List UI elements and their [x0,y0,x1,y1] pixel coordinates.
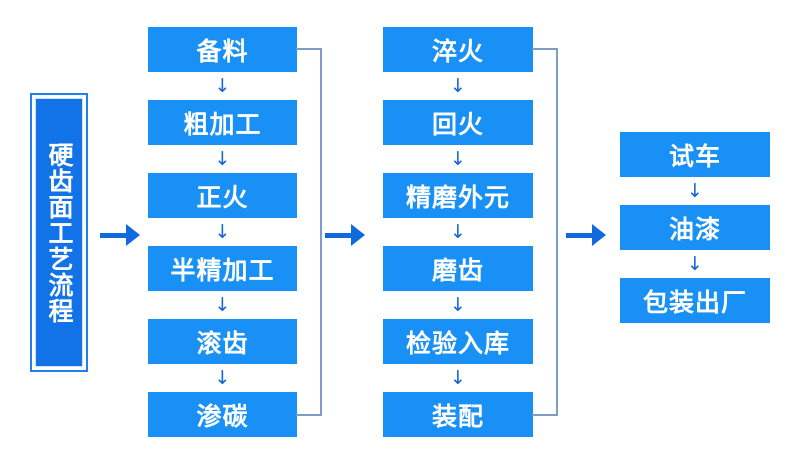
arrow-head-icon [351,224,365,246]
arrow-head-icon [126,224,140,246]
return-line-vertical [320,48,322,416]
down-arrow-icon: ↓ [214,147,231,170]
process-box[interactable]: 备料 [148,27,297,72]
arrow-shaft [100,232,126,238]
process-box[interactable]: 半精加工 [148,246,297,291]
arrow-head-icon [592,224,606,246]
down-arrow-icon: ↓ [214,220,231,243]
return-line-bottom [532,414,558,416]
process-box[interactable]: 淬火 [383,27,533,72]
plaque-inner-panel: 硬齿面工艺流程 [35,98,83,367]
return-line-top [532,48,558,50]
process-box[interactable]: 渗碳 [148,392,297,437]
down-arrow-icon: ↓ [687,252,703,275]
down-arrow-icon: ↓ [450,147,466,170]
process-box[interactable]: 正火 [148,173,297,218]
down-arrow-icon: ↓ [214,74,231,97]
return-line-vertical [556,48,558,416]
down-arrow-icon: ↓ [450,74,466,97]
process-box[interactable]: 装配 [383,392,533,437]
down-arrow-icon: ↓ [450,293,466,316]
arrow-shaft [566,232,592,238]
return-line-bottom [296,414,322,416]
connector-arrow-1 [100,224,140,246]
process-title-plaque: 硬齿面工艺流程 [30,93,88,372]
process-box[interactable]: 精磨外元 [383,173,533,218]
down-arrow-icon: ↓ [214,293,231,316]
down-arrow-icon: ↓ [450,220,466,243]
process-box[interactable]: 包装出厂 [620,278,770,323]
down-arrow-icon: ↓ [450,366,466,389]
process-box[interactable]: 回火 [383,100,533,145]
return-line-top [296,48,322,50]
process-box[interactable]: 检验入库 [383,319,533,364]
down-arrow-icon: ↓ [214,366,231,389]
page-title: 硬齿面工艺流程 [45,141,74,324]
arrow-shaft [325,232,351,238]
process-box[interactable]: 油漆 [620,205,770,250]
process-box[interactable]: 滚齿 [148,319,297,364]
connector-arrow-3 [566,224,606,246]
connector-arrow-2 [325,224,365,246]
process-box[interactable]: 试车 [620,132,770,177]
down-arrow-icon: ↓ [687,179,703,202]
process-box[interactable]: 粗加工 [148,100,297,145]
process-box[interactable]: 磨齿 [383,246,533,291]
